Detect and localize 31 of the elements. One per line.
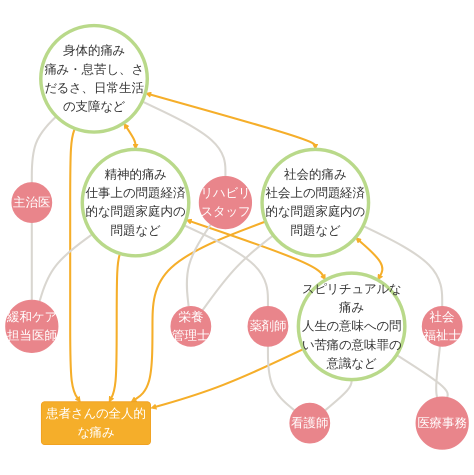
node-circle: 栄養管理士: [170, 306, 212, 347]
arrow: [130, 220, 266, 402]
node-circle: 精神的痛み 仕事上の問題経済的な問題家庭内の問題など: [80, 148, 190, 258]
connector: [30, 222, 33, 300]
arrow: [124, 122, 139, 150]
node-circle: 看護師: [289, 402, 330, 444]
arrow: [150, 348, 304, 410]
connector: [435, 346, 441, 398]
arrow: [69, 128, 81, 402]
node-circle: 社会福祉士: [422, 306, 463, 347]
connector: [202, 234, 274, 311]
arrow: [108, 253, 122, 402]
node-circle: 社会的痛み 社会上の問題経済的な問題家庭内の問題など: [260, 148, 370, 258]
connector: [324, 380, 353, 412]
connector: [30, 116, 58, 183]
node-circle: 主治医: [11, 182, 52, 223]
arrow: [145, 92, 318, 150]
connector: [396, 354, 449, 398]
connector: [362, 224, 444, 306]
connector: [266, 346, 296, 412]
node-circle: リハビリスタッフ: [198, 176, 252, 230]
node-circle: 身体的痛み 痛み・息苦し、さだるさ、日常生活の支障など: [39, 24, 149, 134]
connector: [183, 224, 269, 306]
arrow: [355, 237, 384, 280]
node-circle: 医療事務: [416, 396, 469, 450]
connector: [142, 100, 226, 176]
connector: [38, 233, 94, 302]
node-circle: 薬剤師: [248, 306, 288, 347]
connector: [186, 224, 212, 307]
arrow: [186, 218, 326, 280]
node-circle: 緩和ケア担当医師: [5, 300, 58, 353]
